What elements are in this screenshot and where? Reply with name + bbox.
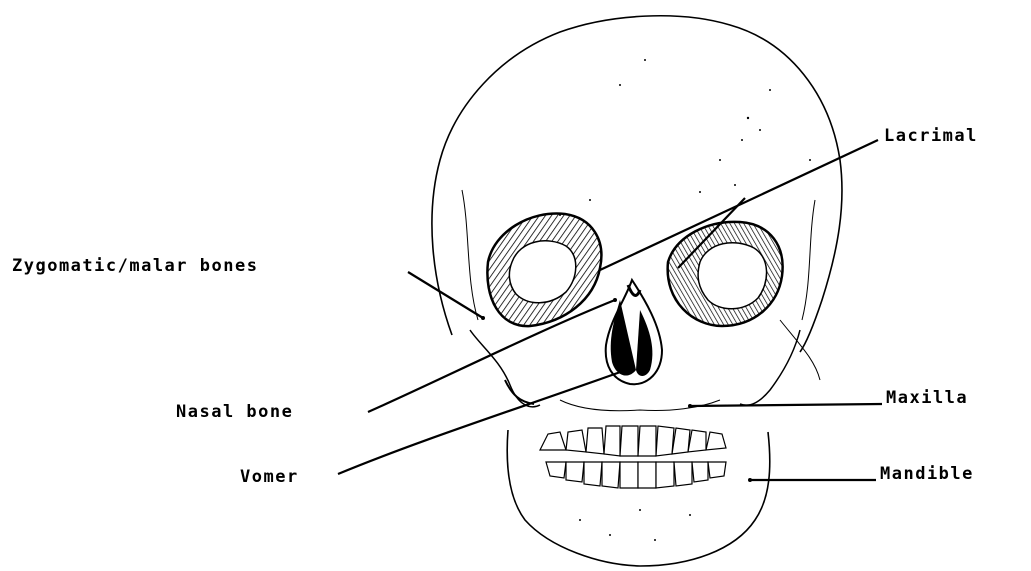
lower-teeth <box>546 462 726 488</box>
label-zygomatic-malar-bones: Zygomatic/malar bones <box>12 258 258 275</box>
label-nasal-bone: Nasal bone <box>176 404 293 421</box>
label-mandible: Mandible <box>880 466 974 483</box>
label-lacrimal: Lacrimal <box>884 128 978 145</box>
label-maxilla: Maxilla <box>886 390 968 407</box>
upper-teeth <box>540 426 726 456</box>
label-vomer: Vomer <box>240 469 299 486</box>
